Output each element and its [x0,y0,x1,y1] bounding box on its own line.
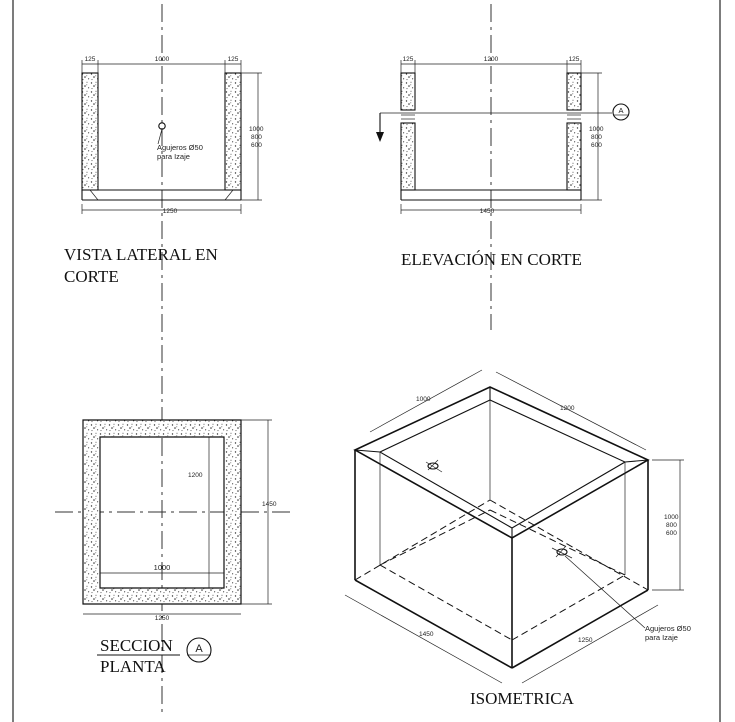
section-cut-arrow-icon [376,132,384,142]
section-marker-a-icon [612,103,630,121]
plan-dim-inner-width: 1000 [154,563,171,572]
elevation-title: ELEVACIÓN EN CORTE [401,250,582,269]
iso-dim-top-left [369,369,483,433]
elevation-wall-right-top [566,72,582,111]
plan-dim-bottom: 1250 [155,615,170,622]
lateral-chamfer-right [224,189,234,201]
elevation-wall-left-top [400,72,416,111]
lateral-title-line2: CORTE [64,267,119,286]
iso-dim-top-right-text: 1200 [560,405,575,412]
iso-dim-bottom-left-text: 1450 [419,631,434,638]
iso-rim-left [354,449,381,453]
elevation-wall-right-bottom [566,122,582,191]
iso-hidden-floor-1 [354,499,491,581]
plan-title-line2: PLANTA [100,657,166,676]
elevation-height-800: 800 [591,134,602,141]
iso-hidden-floor-5 [379,564,513,641]
lateral-note-line1: Agujeros Ø50 [157,143,203,152]
lateral-dim-left-text: 125 [85,56,96,63]
iso-note-line2: para Izaje [645,633,678,642]
elevation-dim-right-text: 125 [569,56,580,63]
lateral-section-view: 125 1000 125 1250 1000 800 600 Agujeros … [64,56,264,286]
iso-dim-top-right [495,371,647,451]
elevation-height-600: 600 [591,142,602,149]
plan-section-marker-icon [186,637,212,663]
elevation-dim-left-text: 125 [403,56,414,63]
plan-section-view: 1000 1200 1450 1250 SECCION PLANTA A [82,419,277,676]
iso-height-600: 600 [666,530,677,537]
lateral-title-line1: VISTA LATERAL EN [64,245,218,264]
iso-note-leader [564,555,646,629]
lateral-height-600: 600 [251,142,262,149]
lifting-hole-leader [157,128,163,145]
elevation-wall-left-bottom [400,122,416,191]
iso-lifting-hole-right-icon [551,545,573,559]
iso-bottom-right [511,589,649,669]
lateral-wall-right [224,72,242,191]
iso-dim-bottom-right-text: 1250 [578,637,593,644]
iso-height-800: 800 [666,522,677,529]
elevation-dim-center-text: 1200 [484,56,499,63]
iso-note-line1: Agujeros Ø50 [645,624,691,633]
plan-dim-inner-height: 1200 [188,472,203,479]
iso-hidden-floor-2 [489,499,649,591]
plan-title-line1: SECCION [100,636,173,655]
lateral-dim-center-text: 1000 [155,56,170,63]
lateral-height-800: 800 [251,134,262,141]
lateral-dim-right-text: 125 [228,56,239,63]
lateral-note-line2: para Izaje [157,152,190,161]
iso-rim-right [624,459,649,463]
elevation-height-1000: 1000 [589,126,604,133]
iso-bottom-left [354,579,513,669]
elevation-dim-bottom-text: 1450 [480,208,495,215]
iso-lifting-hole-left-icon [425,459,443,473]
elevation-section-mark: A [618,106,623,115]
elevation-section-view: 125 1200 125 1450 1000 800 600 A ELEVACI… [376,56,630,269]
iso-hidden-floor-4 [489,509,626,576]
iso-hidden-floor-6 [511,574,626,641]
iso-dim-top-left-text: 1000 [416,396,431,403]
iso-height-1000: 1000 [664,514,679,521]
lateral-chamfer-left [89,189,99,201]
iso-top-inner [378,399,627,529]
iso-title: ISOMETRICA [470,689,575,708]
iso-hidden-floor-3 [379,509,491,566]
iso-dim-bottom-left [344,594,503,684]
iso-dim-bottom-right [521,604,659,684]
lateral-wall-left [81,72,99,191]
plan-section-mark: A [195,643,203,655]
lateral-dim-bottom-text: 1250 [163,208,178,215]
isometric-view: Agujeros Ø50 para Izaje 1000 1200 1450 1… [344,369,691,708]
plan-dim-outer-height: 1450 [262,501,277,508]
lateral-height-1000: 1000 [249,126,264,133]
